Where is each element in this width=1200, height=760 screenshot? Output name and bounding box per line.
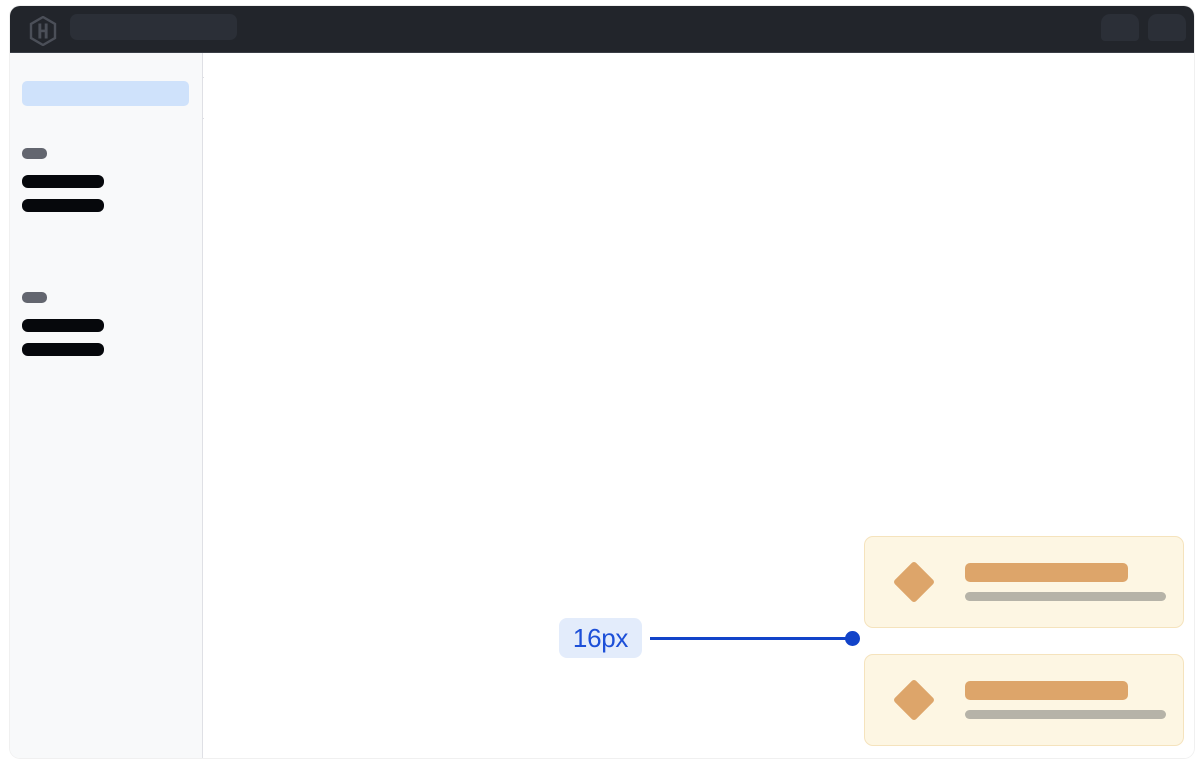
sidebar-group-title (22, 292, 47, 303)
sidebar (10, 53, 203, 758)
search-input[interactable] (70, 14, 237, 40)
card-subtitle-skeleton (965, 592, 1166, 601)
card-title-skeleton (965, 681, 1128, 700)
card-text-block (965, 681, 1166, 719)
card-title-skeleton (965, 563, 1128, 582)
sidebar-item[interactable] (22, 343, 104, 356)
measurement-leader-line (650, 637, 852, 640)
sidebar-group (22, 292, 182, 367)
preview-card[interactable] (864, 536, 1184, 628)
measurement-value: 16px (572, 623, 629, 653)
measurement-badge: 16px (559, 618, 642, 658)
sidebar-item[interactable] (22, 199, 104, 212)
body-area: 16px (10, 53, 1194, 758)
card-stack (864, 536, 1184, 746)
app-window: 16px (10, 6, 1194, 758)
sidebar-group-title (22, 148, 47, 159)
avatar[interactable] (1101, 14, 1139, 41)
avatar[interactable] (1148, 14, 1186, 41)
sidebar-item[interactable] (22, 319, 104, 332)
hashicorp-hexagon-logo-icon[interactable] (29, 15, 57, 47)
card-text-block (965, 563, 1166, 601)
sidebar-search-input[interactable] (22, 81, 189, 106)
sidebar-group (22, 148, 182, 223)
sidebar-item[interactable] (22, 175, 104, 188)
card-subtitle-skeleton (965, 710, 1166, 719)
measurement-endpoint-dot (845, 631, 860, 646)
preview-card[interactable] (864, 654, 1184, 746)
main-canvas: 16px (204, 53, 1194, 758)
diamond-icon (892, 560, 936, 604)
topbar (10, 6, 1194, 53)
diamond-icon (892, 678, 936, 722)
topbar-actions (1101, 14, 1186, 41)
